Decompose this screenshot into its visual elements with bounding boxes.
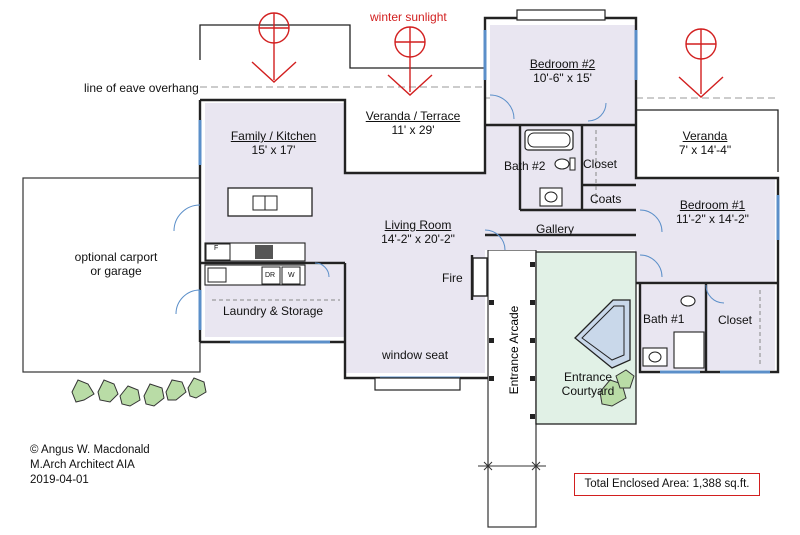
veranda-label: Veranda 7' x 14'-4" [650, 129, 760, 157]
veranda-terrace-label: Veranda / Terrace 11' x 29' [352, 109, 474, 137]
courtyard-pool [574, 299, 631, 369]
bath1-sink [642, 347, 668, 367]
shrubs [71, 369, 635, 407]
living-room-size: 14'-2" x 20'-2" [381, 232, 455, 246]
door-swings [173, 94, 725, 315]
gallery-label: Gallery [536, 222, 575, 236]
bedroom2-bay [516, 9, 606, 21]
carport-label: optional carport or garage [56, 250, 176, 278]
living-room-label: Living Room 14'-2" x 20'-2" [358, 218, 478, 246]
fire-label: Fire [442, 271, 463, 285]
credit-title: M.Arch Architect AIA [30, 459, 135, 471]
bath1-toilet [680, 295, 696, 307]
bath1-label: Bath #1 [643, 312, 685, 326]
total-area-box: Total Enclosed Area: 1,388 sq.ft. [574, 473, 760, 496]
closet2-label: Closet [583, 157, 618, 171]
bath2-toilet [554, 158, 570, 170]
bath2-sink [539, 187, 563, 207]
closet1-label: Closet [718, 313, 753, 327]
veranda-size: 7' x 14'-4" [678, 143, 732, 157]
kitchen-island [227, 187, 313, 217]
window-seat-bay [374, 377, 461, 391]
north-roof-outline [199, 24, 485, 69]
fridge-label: F [214, 245, 219, 252]
dryer-label: DR [265, 272, 276, 279]
carport-outline [22, 177, 201, 373]
winter-sunlight-label: winter sunlight [370, 10, 447, 24]
veranda-name: Veranda [682, 129, 728, 143]
bedroom2-size: 10'-6" x 15' [533, 71, 592, 85]
veranda-terrace-size: 11' x 29' [391, 123, 435, 137]
window-seat-label: window seat [382, 348, 449, 362]
carport-line2: or garage [90, 264, 142, 278]
bedroom1-size: 11'-2" x 14'-2" [676, 212, 749, 226]
veranda-terrace-name: Veranda / Terrace [365, 109, 461, 123]
coats-label: Coats [590, 192, 622, 206]
sun-symbols [251, 12, 724, 98]
bath2-label: Bath #2 [504, 159, 546, 173]
carport-line1: optional carport [74, 250, 158, 264]
bedroom1-label: Bedroom #1 11'-2" x 14'-2" [650, 198, 775, 226]
family-kitchen-size: 15' x 17' [251, 143, 296, 157]
credit-author: © Angus W. Macdonald [30, 444, 150, 456]
living-room-name: Living Room [384, 218, 452, 232]
arcade-columns [489, 262, 535, 419]
washer-label: W [288, 272, 295, 279]
bath2-tub [524, 129, 574, 151]
credit-date: 2019-04-01 [30, 474, 89, 486]
courtyard-line1: Entrance [563, 370, 613, 384]
east-veranda-outline [636, 109, 779, 172]
credits-block: © Angus W. Macdonald M.Arch Architect AI… [30, 443, 150, 488]
entrance-arcade-label: Entrance Arcade [507, 305, 521, 395]
bedroom1-name: Bedroom #1 [679, 198, 746, 212]
family-kitchen-name: Family / Kitchen [230, 129, 317, 143]
fireplace [472, 257, 488, 297]
bath1-shower [673, 331, 705, 369]
bedroom2-name: Bedroom #2 [529, 57, 596, 71]
family-kitchen-label: Family / Kitchen 15' x 17' [211, 129, 336, 157]
courtyard-label: Entrance Courtyard [548, 370, 628, 398]
bedroom2-label: Bedroom #2 10'-6" x 15' [505, 57, 620, 85]
room-fills [205, 25, 776, 373]
laundry-label: Laundry & Storage [223, 304, 324, 318]
eave-overhang-label: line of eave overhang [84, 81, 199, 95]
courtyard-line2: Courtyard [561, 384, 615, 398]
